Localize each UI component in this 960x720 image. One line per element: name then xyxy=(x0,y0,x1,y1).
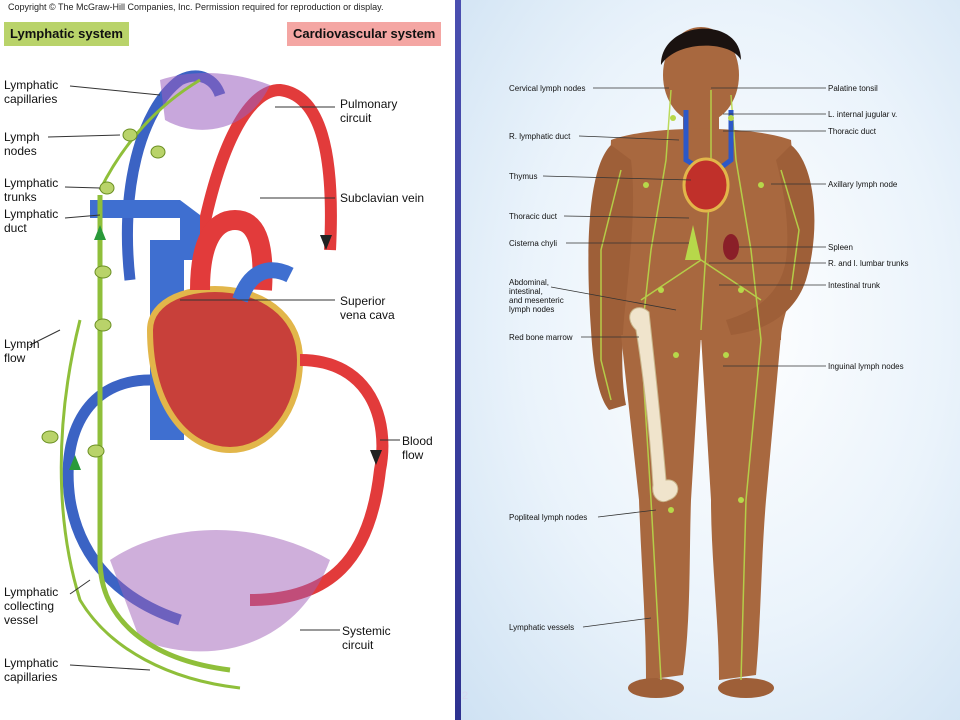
lymphatic-network xyxy=(600,89,800,681)
lymph-flow-arrow xyxy=(69,455,81,470)
body-heart-shape xyxy=(682,157,730,213)
right-leader-lines xyxy=(542,87,826,628)
label-lymphatic-duct: Lymphatic duct xyxy=(4,207,59,235)
label-lymph-nodes: Lymph nodes xyxy=(4,130,40,158)
blood-flow-arrow xyxy=(370,450,382,465)
lymph-node xyxy=(41,430,59,444)
label-thymus: Thymus xyxy=(509,172,538,181)
label-lumbar-trunks: R. and l. lumbar trunks xyxy=(828,259,909,268)
label-subclavian-vein: Subclavian vein xyxy=(340,191,425,205)
lymph-node xyxy=(87,444,105,458)
cardiovascular-system-header: Cardiovascular system xyxy=(287,22,442,46)
femur-bone-shape xyxy=(629,307,679,503)
aorta-arch xyxy=(190,209,273,291)
lymphatic-system-header: Lymphatic system xyxy=(4,22,129,46)
lymphatic-collecting-vessel-line xyxy=(59,319,241,690)
label-l-internal-jugular: L. internal jugular v. xyxy=(828,110,898,119)
pulmonary-red-vessel xyxy=(194,83,337,251)
label-cisterna-chyli: Cisterna chyli xyxy=(509,239,558,248)
label-axillary-lymph-node: Axillary lymph node xyxy=(828,180,898,189)
label-systemic-circuit: Systemic circuit xyxy=(342,624,391,652)
lymph-node xyxy=(94,265,112,279)
label-popliteal-lymph-nodes: Popliteal lymph nodes xyxy=(509,513,588,522)
pulmonary-trunk xyxy=(232,262,294,303)
circulation-diagram xyxy=(29,70,400,690)
lymph-node xyxy=(150,145,166,159)
lymph-cardio-diagram-panel: Copyright © The McGraw-Hill Companies, I… xyxy=(0,0,455,720)
torso-shape xyxy=(606,128,801,340)
systemic-capillary-bed xyxy=(110,530,330,652)
slide-page-number: 2 xyxy=(462,690,469,702)
leader-lines xyxy=(29,85,400,671)
label-spleen: Spleen xyxy=(828,243,853,252)
label-lymphatic-capillaries-bottom: Lymphatic capillaries xyxy=(4,656,59,684)
right-leg-shape xyxy=(621,335,701,680)
hair-shape xyxy=(661,28,741,65)
left-leg-shape xyxy=(701,335,781,680)
label-blood-flow: Blood flow xyxy=(402,434,433,462)
label-cervical-lymph-nodes: Cervical lymph nodes xyxy=(509,84,586,93)
label-lymphatic-vessels: Lymphatic vessels xyxy=(509,623,575,632)
body-lymphatic-map-panel: Cervical lymph nodes R. lymphatic duct T… xyxy=(461,0,960,720)
left-arm-shape xyxy=(726,145,815,335)
pulmonary-capillary-bed xyxy=(160,73,270,130)
label-thoracic-duct-right: Thoracic duct xyxy=(828,127,877,136)
right-foot-shape xyxy=(628,678,684,698)
body-lymph-nodes xyxy=(643,115,764,513)
label-palatine-tonsil: Palatine tonsil xyxy=(828,84,878,93)
lymphatic-duct-vessel xyxy=(97,195,231,673)
label-inguinal-lymph-nodes: Inguinal lymph nodes xyxy=(828,362,904,371)
panel-divider xyxy=(455,0,461,720)
head-shape xyxy=(663,27,739,123)
cisterna-chyli-shape xyxy=(685,225,701,260)
label-lymphatic-capillaries-top: Lymphatic capillaries xyxy=(4,78,59,106)
label-red-bone-marrow: Red bone marrow xyxy=(509,333,573,342)
label-r-lymphatic-duct: R. lymphatic duct xyxy=(509,132,571,141)
lymph-node xyxy=(122,128,138,142)
label-intestinal-trunk: Intestinal trunk xyxy=(828,281,881,290)
body-figure xyxy=(542,27,826,698)
label-pulmonary-circuit: Pulmonary circuit xyxy=(340,97,398,125)
left-foot-shape xyxy=(718,678,774,698)
lymphatic-capillaries-top-line xyxy=(98,78,201,191)
spleen-shape xyxy=(723,234,739,260)
label-abdominal-nodes: Abdominal, intestinal, and mesenteric ly… xyxy=(509,278,564,314)
lymph-node xyxy=(99,181,115,195)
label-lymphatic-trunks: Lymphatic trunks xyxy=(4,176,59,204)
label-thoracic-duct-left: Thoracic duct xyxy=(509,212,558,221)
label-lymphatic-collecting-vessel: Lymphatic collecting vessel xyxy=(4,585,59,627)
lymph-node xyxy=(94,318,112,332)
right-arm-shape xyxy=(588,145,634,410)
label-superior-vena-cava: Superior vena cava xyxy=(340,294,395,322)
copyright-notice: Copyright © The McGraw-Hill Companies, I… xyxy=(8,2,384,12)
subclavian-vein-shape xyxy=(90,200,200,260)
blood-flow-arrow xyxy=(320,235,332,250)
lymph-flow-arrow xyxy=(94,225,106,240)
label-lymph-flow: Lymph flow xyxy=(4,337,40,365)
